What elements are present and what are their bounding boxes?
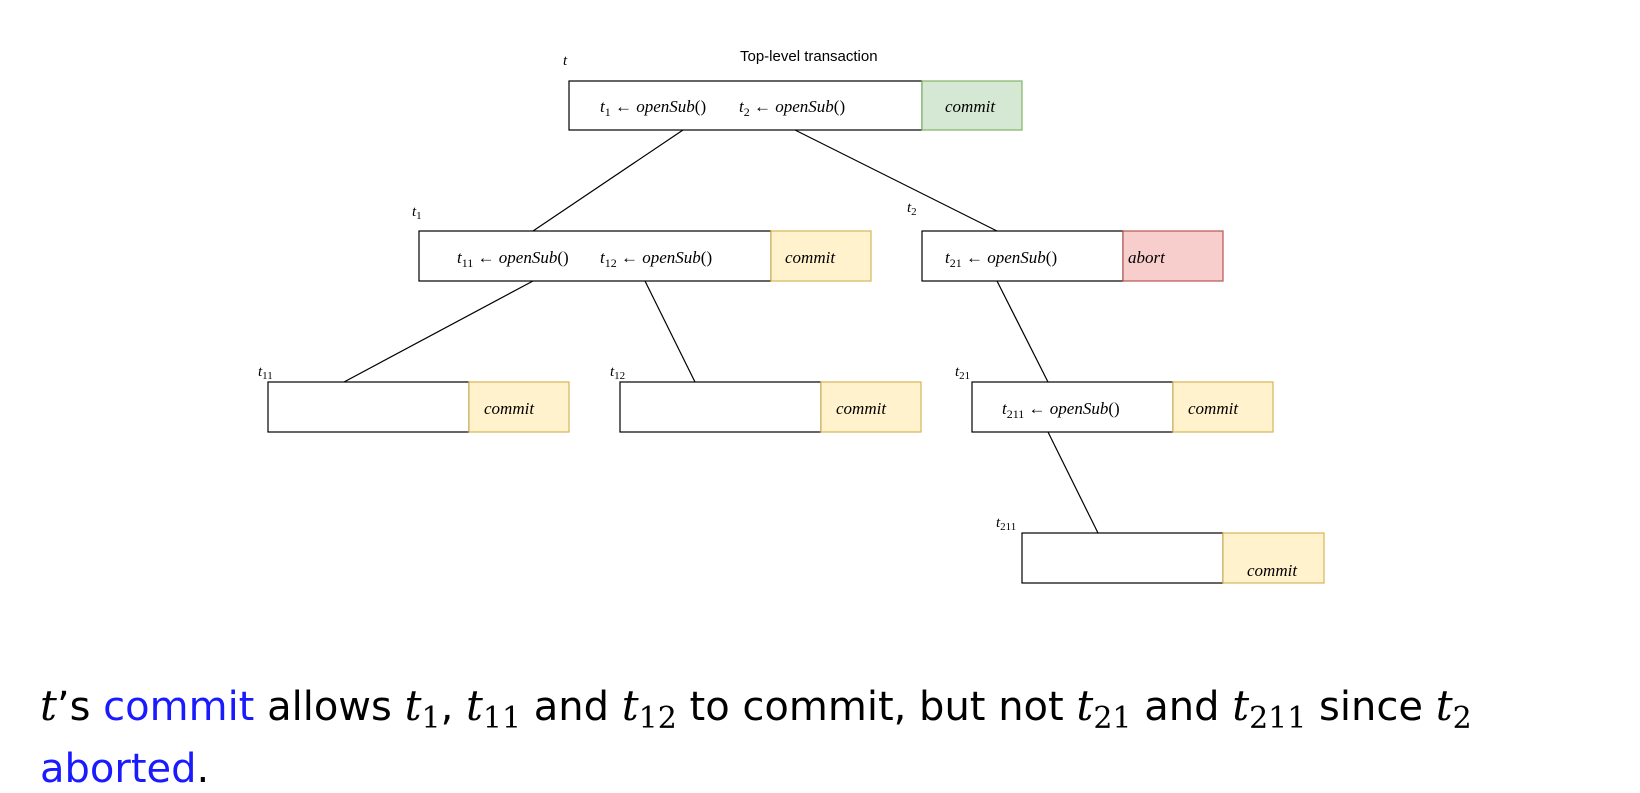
node-t2-label: t2 (907, 200, 917, 218)
node-t-label: t (563, 53, 568, 69)
edge-t21-t211 (1047, 431, 1099, 534)
node-t21: t21 t211 ← openSub() commit (955, 364, 1274, 433)
node-t1-label: t1 (412, 204, 422, 222)
node-t12-status (820, 381, 922, 433)
node-t211: t211 commit (996, 515, 1325, 584)
node-t12-label: t12 (610, 364, 625, 382)
node-t211-label: t211 (996, 515, 1016, 533)
node-t11-status-text: commit (484, 399, 535, 418)
edge-t2-t21 (996, 280, 1049, 383)
node-t1-op-2: t12 ← openSub() (600, 248, 712, 270)
node-t11-body (267, 381, 470, 433)
node-t1: t1 t11 ← openSub() t12 ← openSub() commi… (412, 204, 872, 282)
caption-period: . (196, 746, 210, 792)
node-t2-body (921, 230, 1124, 282)
node-t2-status-text: abort (1128, 248, 1166, 267)
node-t2: t2 t21 ← openSub() abort (907, 200, 1224, 282)
node-t11: t11 commit (258, 364, 570, 433)
top-level-caption: Top-level transaction (740, 48, 878, 65)
node-t21-label: t21 (955, 364, 970, 382)
edge-t1-t11 (343, 280, 534, 383)
node-t-status (921, 80, 1023, 131)
caption-text-1: ’s (56, 684, 104, 730)
node-t211-body (1021, 532, 1224, 584)
node-t21-status-text: commit (1188, 399, 1239, 418)
caption-t11: t11 (466, 681, 522, 736)
edge-t-t1 (532, 129, 684, 232)
edge-t1-t12 (644, 280, 696, 383)
node-t11-label: t11 (258, 364, 273, 382)
edge-t-t2 (794, 129, 998, 232)
node-t-body (568, 80, 923, 131)
caption-and-2: and (1131, 684, 1233, 730)
caption-text-3: to commit, but not (676, 684, 1077, 730)
caption-t2: t2 (1435, 681, 1472, 736)
node-t211-status (1222, 532, 1325, 584)
node-t-op-2: t2 ← openSub() (739, 97, 845, 119)
caption-comma: , (440, 684, 466, 730)
node-t12: t12 commit (610, 364, 922, 433)
explanation-caption: t’s commit allows t1, t11 and t12 to com… (40, 675, 1620, 793)
node-t: t t1 ← openSub() t2 ← openSub() commit (563, 53, 1023, 131)
caption-and-1: and (521, 684, 622, 730)
node-t21-op-1: t211 ← openSub() (1002, 399, 1120, 421)
node-t12-body (619, 381, 822, 433)
node-t1-op-1: t11 ← openSub() (457, 248, 569, 270)
node-t2-op-1: t21 ← openSub() (945, 248, 1057, 270)
caption-aborted-keyword: aborted (40, 746, 197, 792)
node-t2-status (1122, 230, 1224, 282)
node-t11-status (468, 381, 570, 433)
transaction-tree-diagram: Top-level transaction t t1 ← openSub() t… (258, 48, 1325, 584)
node-t1-status-text: commit (785, 248, 836, 267)
caption-t21: t21 (1076, 681, 1132, 736)
caption-text-2: allows (254, 684, 405, 730)
caption-t211: t211 (1232, 681, 1307, 736)
caption-t: t (40, 681, 57, 730)
caption-commit-keyword: commit (103, 684, 255, 730)
node-t21-body (971, 381, 1174, 433)
node-t1-status (770, 230, 872, 282)
caption-t12: t12 (621, 681, 677, 736)
node-t12-status-text: commit (836, 399, 887, 418)
node-t21-status (1172, 381, 1274, 433)
caption-since: since (1306, 684, 1436, 730)
node-t-op-1: t1 ← openSub() (600, 97, 706, 119)
node-t-status-text: commit (945, 97, 996, 116)
caption-t1: t1 (404, 681, 441, 736)
node-t211-status-text: commit (1247, 561, 1298, 580)
